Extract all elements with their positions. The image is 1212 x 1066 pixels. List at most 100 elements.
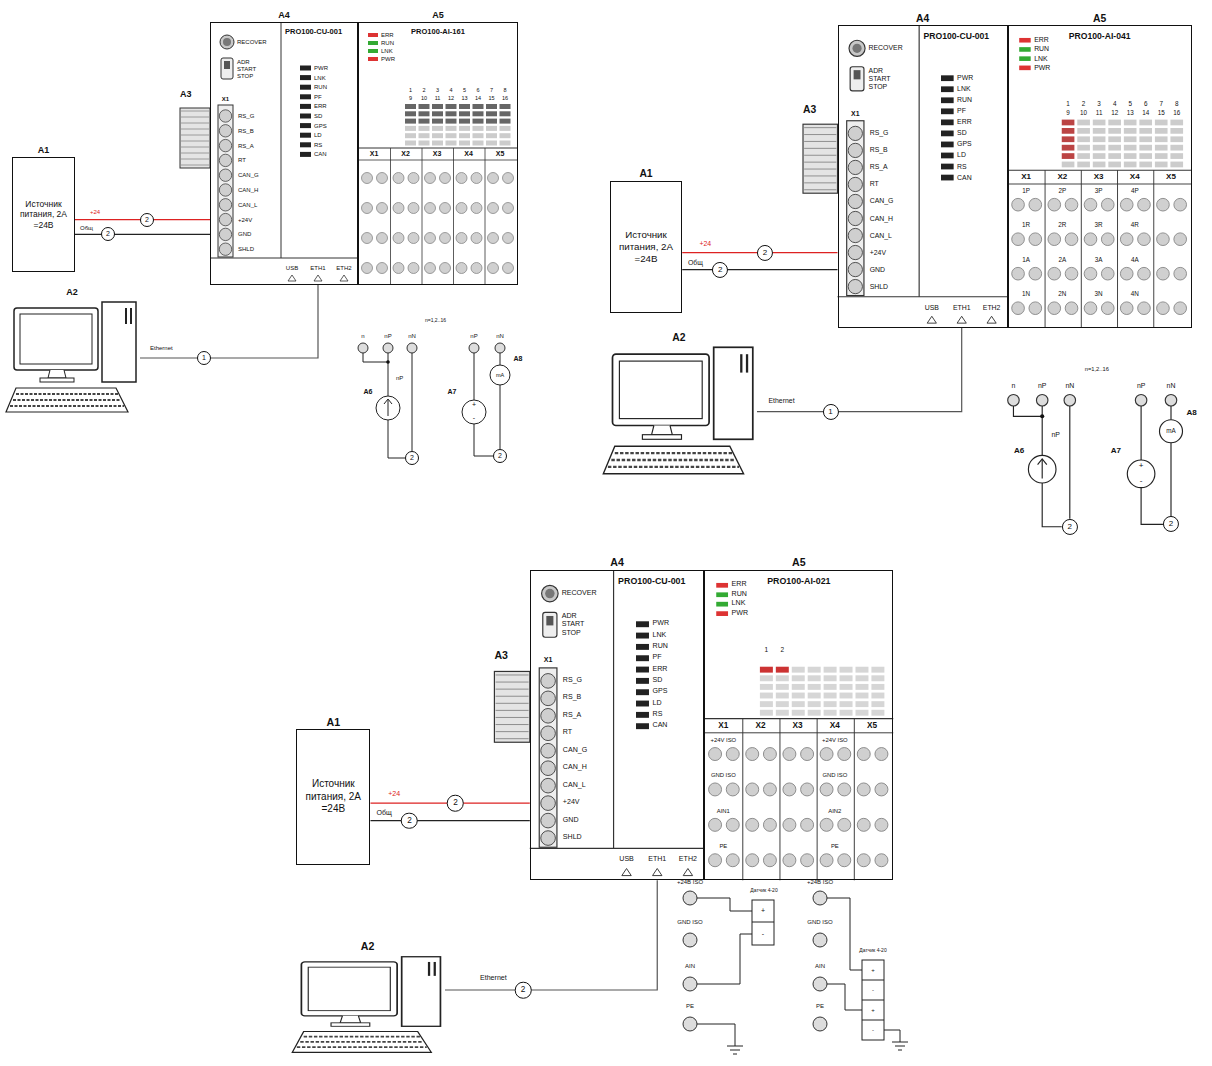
- terminal-divider: [485, 148, 486, 285]
- terminal-screw: [440, 203, 451, 214]
- terminal-screw: [1029, 302, 1042, 315]
- text-label: RUN: [381, 40, 394, 47]
- terminal-screw: [1012, 302, 1025, 315]
- terminal-screw: [541, 726, 556, 741]
- terminal-screw: [848, 262, 862, 276]
- channel-led: [1139, 162, 1152, 168]
- din-rail: [803, 124, 838, 193]
- text-label: 4A: [1131, 256, 1139, 263]
- terminal-screw: [1138, 302, 1151, 315]
- terminal-block: [218, 105, 233, 257]
- terminal-screw: [1157, 267, 1170, 280]
- text-label: PE: [719, 843, 727, 849]
- terminal-screw: [1048, 267, 1061, 280]
- text-label: +24V: [870, 249, 886, 257]
- text-label: ADR: [562, 613, 577, 621]
- terminal-symbol: [407, 343, 417, 353]
- terminal-divider: [779, 719, 780, 881]
- recover-button: [223, 38, 231, 46]
- text-label: A8: [1187, 408, 1197, 417]
- channel-led: [446, 119, 457, 124]
- text-label: +: [871, 967, 875, 974]
- text-label: SHLD: [870, 283, 888, 291]
- channel-led: [473, 126, 484, 131]
- channel-led: [824, 667, 837, 673]
- wire: [1141, 488, 1163, 525]
- text-label: RUN: [957, 96, 972, 104]
- text-label: RECOVER: [562, 590, 597, 598]
- terminal-screw: [488, 263, 499, 274]
- channel-led: [419, 141, 430, 146]
- text-label: CAN_H: [870, 215, 893, 223]
- ammeter-symbol: [1160, 420, 1183, 443]
- terminal-screw: [541, 691, 556, 706]
- text-label: nP: [396, 375, 403, 382]
- text-label: 10: [1080, 109, 1087, 116]
- status-led: [636, 689, 649, 695]
- rail-ridge: [496, 689, 529, 690]
- terminal-screw: [219, 110, 231, 122]
- text-label: 2A: [1058, 256, 1066, 263]
- channel-led: [824, 684, 837, 690]
- terminal-screw: [801, 818, 814, 831]
- wire: [412, 353, 413, 451]
- terminal-screw: [377, 233, 388, 244]
- wire: [500, 385, 501, 449]
- text-label: X1: [1021, 173, 1031, 182]
- channel-led: [871, 693, 884, 699]
- wire: [697, 1024, 735, 1046]
- current-source-symbol: [1028, 455, 1056, 483]
- computer-icon: [4, 300, 140, 415]
- monitor-stand: [651, 426, 672, 435]
- channel-led: [1077, 136, 1090, 142]
- text-label: GND: [238, 231, 251, 238]
- terminal-screw: [1174, 233, 1187, 246]
- text-label: RUN: [653, 643, 668, 651]
- channel-led: [792, 701, 805, 707]
- terminal-screw: [726, 748, 739, 761]
- channel-led: [824, 675, 837, 681]
- text-label: A6: [364, 388, 373, 396]
- terminal-symbol: [1064, 394, 1076, 406]
- keyboard-keys: [607, 466, 738, 468]
- computer-icon: [290, 955, 445, 1055]
- text-label: RT: [870, 181, 879, 189]
- text-label: ERR: [732, 581, 747, 589]
- text-label: GND: [563, 817, 579, 825]
- text-label: ETH1: [310, 265, 325, 272]
- channel-led: [405, 111, 416, 116]
- channel-led: [760, 684, 773, 690]
- text-label: Датчик 4-20: [750, 888, 777, 894]
- callout-number: 2: [493, 449, 507, 463]
- channel-led: [1155, 128, 1168, 134]
- text-label: STOP: [562, 630, 581, 638]
- terminal-screw: [709, 854, 722, 867]
- text-label: 1: [1066, 100, 1070, 107]
- wire-connector: [757, 328, 962, 412]
- rail-ridge: [181, 111, 209, 112]
- terminal-screw: [763, 783, 776, 796]
- channel-led: [1062, 136, 1075, 142]
- terminal-symbol: [683, 1017, 697, 1031]
- channel-led: [760, 675, 773, 681]
- wire: [884, 1030, 900, 1042]
- system-unit: [402, 957, 441, 1027]
- terminal-screw: [746, 818, 759, 831]
- status-led: [636, 621, 649, 627]
- text-label: AIN: [685, 963, 695, 970]
- channel-led: [486, 141, 497, 146]
- text-label: 5: [463, 87, 466, 93]
- callout-number: 2: [401, 812, 418, 829]
- terminal-screw: [857, 783, 870, 796]
- module-led: [1019, 47, 1030, 52]
- channel-led: [446, 111, 457, 116]
- channel-led: [1155, 153, 1168, 159]
- text-label: GPS: [314, 122, 327, 129]
- terminal-screw: [219, 243, 231, 255]
- text-label: A3: [494, 650, 508, 662]
- channel-led: [1170, 136, 1183, 142]
- status-led: [636, 644, 649, 650]
- terminal-screw: [541, 796, 556, 811]
- text-label: RUN: [1034, 46, 1049, 54]
- rail-ridge: [496, 696, 529, 697]
